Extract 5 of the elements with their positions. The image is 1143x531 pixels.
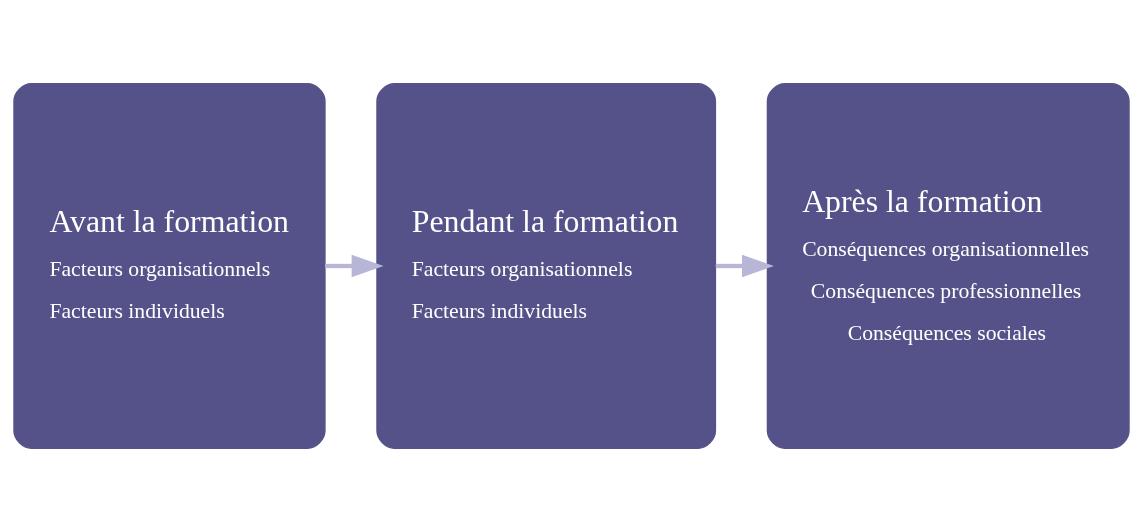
node-box: Après la formation Conséquences organisationnelles Conséquences professionnelles Conséquences sociales: [766, 82, 1130, 449]
arrow: [715, 254, 774, 277]
arrow: [325, 254, 384, 277]
node-box: Pendant la formation Facteurs organisationnels Facteurs individuels: [376, 82, 717, 449]
node-box: Avant la formation Facteurs organisationnels Facteurs individuels: [13, 82, 326, 449]
